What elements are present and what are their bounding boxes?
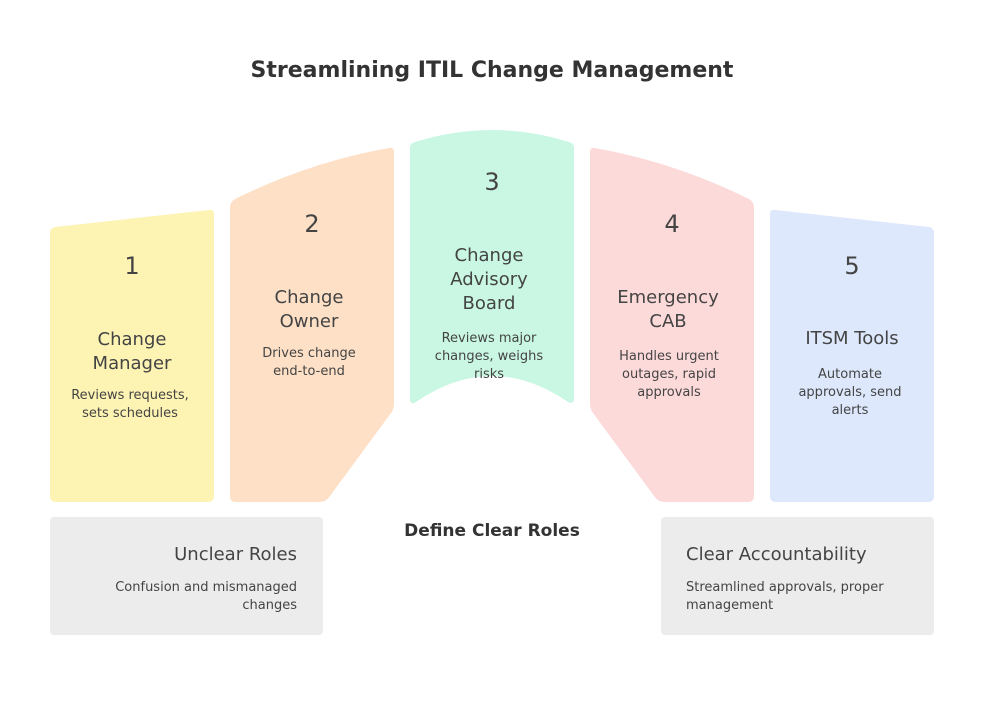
clear-accountability-box-bg: [661, 517, 934, 635]
role-4-desc-line-2: outages, rapid: [622, 367, 716, 382]
role-5-name-line-1: ITSM Tools: [805, 328, 898, 349]
role-5-number: 5: [844, 252, 859, 280]
clear-accountability-box: Clear Accountability Streamlined approva…: [661, 517, 934, 635]
role-2-desc-line-2: end-to-end: [273, 364, 345, 379]
role-3-number: 3: [484, 168, 499, 196]
role-1-name-line-1: Change: [98, 329, 167, 350]
role-4-name-line-2: CAB: [649, 311, 686, 332]
role-panel-4-shape: [590, 147, 754, 503]
role-3-name-line-3: Board: [463, 293, 516, 314]
role-panel-5-shape: [770, 209, 934, 503]
unclear-roles-box-bg: [50, 517, 323, 635]
clear-accountability-desc-line-2: management: [686, 598, 773, 613]
role-3-name-line-1: Change: [455, 245, 524, 266]
unclear-roles-desc-line-1: Confusion and mismanaged: [115, 580, 297, 595]
role-2-number: 2: [304, 210, 319, 238]
unclear-roles-desc-line-2: changes: [242, 598, 297, 613]
role-panel-3-shape: [410, 130, 574, 404]
role-panel-emergency-cab: 4 Emergency CAB Handles urgent outages, …: [590, 147, 754, 503]
role-panel-change-advisory-board: 3 Change Advisory Board Reviews major ch…: [410, 130, 574, 404]
role-4-name-line-1: Emergency: [617, 287, 719, 308]
role-1-desc-line-1: Reviews requests,: [71, 388, 189, 403]
role-2-name-line-2: Owner: [280, 311, 339, 332]
unclear-roles-title: Unclear Roles: [174, 544, 297, 565]
role-5-desc-line-2: approvals, send: [798, 385, 901, 400]
role-3-name-line-2: Advisory: [450, 269, 528, 290]
role-5-desc-line-1: Automate: [818, 367, 882, 382]
role-4-desc-line-3: approvals: [637, 385, 701, 400]
center-label: Define Clear Roles: [404, 521, 580, 541]
clear-accountability-title: Clear Accountability: [686, 544, 867, 565]
role-2-name-line-1: Change: [275, 287, 344, 308]
role-1-name-line-2: Manager: [93, 353, 172, 374]
diagram-title: Streamlining ITIL Change Management: [251, 58, 734, 83]
role-4-desc-line-1: Handles urgent: [619, 349, 719, 364]
role-panel-change-manager: 1 Change Manager Reviews requests, sets …: [50, 209, 214, 503]
clear-accountability-desc-line-1: Streamlined approvals, proper: [686, 580, 884, 595]
role-3-desc-line-3: risks: [474, 367, 504, 382]
role-5-desc-line-3: alerts: [832, 403, 869, 418]
role-1-number: 1: [124, 252, 139, 280]
role-panel-change-owner: 2 Change Owner Drives change end-to-end: [230, 147, 394, 503]
role-3-desc-line-1: Reviews major: [442, 331, 537, 346]
role-panel-itsm-tools: 5 ITSM Tools Automate approvals, send al…: [770, 209, 934, 503]
role-panel-1-shape: [50, 209, 214, 503]
role-2-desc-line-1: Drives change: [262, 346, 355, 361]
unclear-roles-box: Unclear Roles Confusion and mismanaged c…: [50, 517, 323, 635]
role-3-desc-line-2: changes, weighs: [435, 349, 544, 364]
role-panel-2-shape: [230, 147, 394, 503]
role-1-desc-line-2: sets schedules: [82, 406, 178, 421]
role-4-number: 4: [664, 210, 679, 238]
